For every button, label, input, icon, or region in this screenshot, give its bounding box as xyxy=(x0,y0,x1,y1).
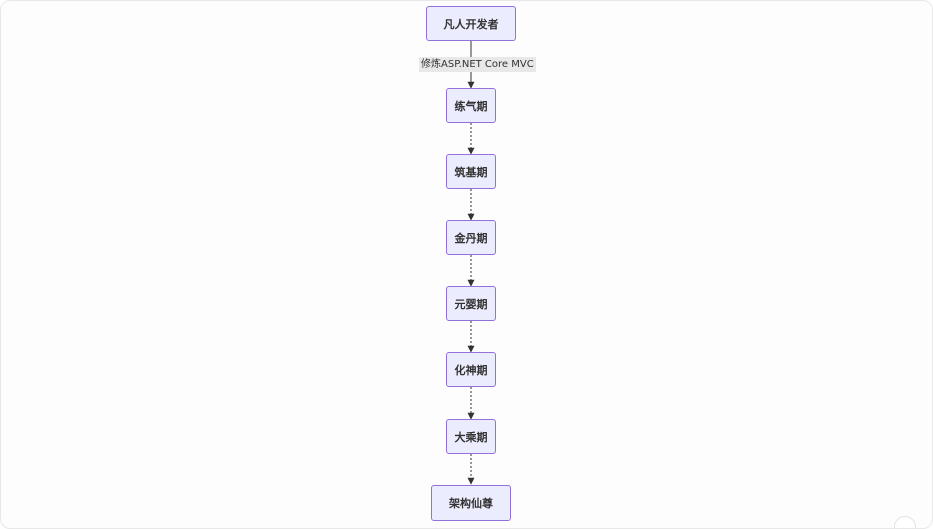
node-qi-refining[interactable]: 练气期 xyxy=(446,88,496,123)
node-foundation[interactable]: 筑基期 xyxy=(446,154,496,189)
node-mahayana[interactable]: 大乘期 xyxy=(446,419,496,454)
edge-label-cultivate: 修炼ASP.NET Core MVC xyxy=(419,57,536,72)
node-nascent-soul[interactable]: 元婴期 xyxy=(446,286,496,321)
node-deity-transformation[interactable]: 化神期 xyxy=(446,352,496,387)
node-golden-core[interactable]: 金丹期 xyxy=(446,220,496,255)
node-architect-immortal[interactable]: 架构仙尊 xyxy=(431,485,511,521)
node-mortal-developer[interactable]: 凡人开发者 xyxy=(426,6,516,41)
